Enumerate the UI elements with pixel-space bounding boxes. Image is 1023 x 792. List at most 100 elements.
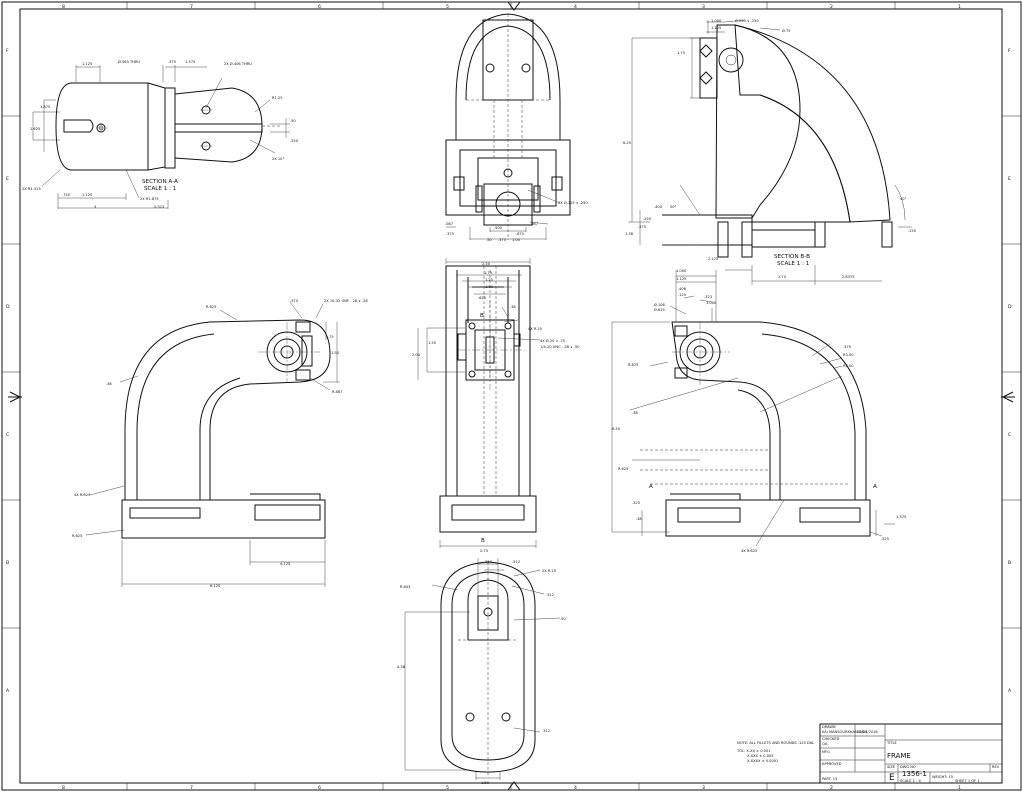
title-label: TITLE bbox=[886, 741, 897, 745]
col-label: 4 bbox=[574, 785, 577, 791]
dim-label: 2.50 bbox=[482, 262, 491, 266]
dim-label: 1.375 bbox=[896, 515, 906, 519]
dim-label: Ø.106 bbox=[654, 302, 666, 307]
dim-label: .400 bbox=[654, 205, 663, 209]
section-a-marker-right: A bbox=[873, 484, 877, 490]
drawing-scale: SCALE 1 : 4 bbox=[900, 779, 921, 783]
dim-label: 1.125 bbox=[711, 26, 721, 30]
dim-label: .50 bbox=[560, 617, 566, 621]
note-fillets: NOTE: ALL FILLETS AND ROUNDS .125 DIA. bbox=[737, 741, 814, 745]
view-section-bb: 1.000 1.125 Ø.250 ∨ .250 Ø.75 1.75 6.25 … bbox=[623, 18, 917, 285]
dim-label: 1.50 bbox=[481, 781, 490, 785]
dim-label: R.625 bbox=[72, 534, 82, 538]
dim-label: .38 bbox=[636, 517, 642, 521]
dim-label: .087 bbox=[445, 222, 453, 226]
dim-label: 1/4-20 UNC - 2B ∨ .50 bbox=[540, 345, 580, 349]
dim-label: 2X Ø.125 ∨ .250 bbox=[558, 200, 588, 205]
section-bb-scale: SCALE 1 : 1 bbox=[777, 261, 810, 267]
note-tolerance-3: X.XXXX ± 0.0001 bbox=[747, 759, 778, 763]
dim-label: .312 bbox=[542, 729, 550, 733]
dim-label: R1.25 bbox=[272, 96, 283, 100]
dim-label: 2.8375 bbox=[842, 275, 855, 279]
dim-label: .375 bbox=[638, 225, 646, 229]
row-label: C bbox=[1008, 432, 1011, 438]
drawing-notes: NOTE: ALL FILLETS AND ROUNDS .125 DIA. T… bbox=[736, 741, 814, 763]
dim-label: .500 bbox=[494, 226, 503, 230]
center-mark-top bbox=[507, 1, 521, 11]
dim-label: .50 bbox=[290, 119, 296, 123]
section-aa-scale: SCALE 1 : 1 bbox=[144, 186, 177, 192]
view-right-elevation: A A 1.000 1.125 Ø.106 Ø.625 .406 .125 .3… bbox=[611, 269, 906, 553]
row-label: E bbox=[1008, 176, 1011, 182]
row-label: A bbox=[6, 688, 10, 694]
col-label: 5 bbox=[446, 4, 449, 10]
dim-label: R3.00 bbox=[843, 353, 854, 357]
dim-label: 6.25 bbox=[623, 141, 631, 145]
dim-label: Ø.625 bbox=[654, 307, 665, 312]
center-mark-left bbox=[8, 391, 22, 403]
dim-label: 6.50 bbox=[612, 427, 621, 431]
dim-label: 1.50 bbox=[428, 341, 437, 345]
dim-label: 2.75 bbox=[480, 549, 488, 553]
drawing-size: E bbox=[889, 773, 895, 783]
dim-label: 1.50 bbox=[331, 351, 340, 355]
size-label: SIZE bbox=[887, 765, 896, 769]
dim-label: Ø.563 THRU bbox=[118, 59, 140, 64]
rev-label: REV bbox=[992, 765, 1000, 769]
section-b-marker-bottom: B bbox=[481, 538, 485, 544]
dim-label: R.887 bbox=[332, 390, 342, 394]
dim-label: 2.313 bbox=[154, 205, 164, 209]
checked-label: CHECKED bbox=[822, 737, 840, 741]
col-label: 1 bbox=[958, 785, 961, 791]
col-label: 6 bbox=[318, 4, 321, 10]
dim-label: .38 bbox=[510, 305, 516, 309]
row-label: D bbox=[1008, 304, 1012, 310]
dim-label: 2X R.25 bbox=[542, 569, 556, 573]
col-label: 2 bbox=[830, 785, 833, 791]
dwg-no-label: DWG NO bbox=[900, 765, 916, 769]
row-label: F bbox=[6, 48, 9, 54]
dim-label: .750 bbox=[62, 193, 71, 197]
row-label: B bbox=[6, 560, 9, 566]
dim-label: 1.625 bbox=[30, 127, 40, 131]
dim-label: 2X R1.313 bbox=[22, 187, 41, 191]
view-top-center: 2X Ø.125 ∨ .250 .087 .087 .375 .500 .875… bbox=[445, 13, 588, 242]
note-tolerance-2: X.XXX ± 0.005 bbox=[747, 754, 774, 758]
weight-label: WEIGHT: 15 bbox=[932, 775, 953, 779]
dim-label: 1.00 bbox=[512, 238, 521, 242]
dim-label: 6.125 bbox=[210, 584, 220, 588]
dim-label: 1.000 bbox=[711, 19, 722, 23]
row-labels: F E D C B A F E D C B A bbox=[2, 48, 1021, 694]
dim-label: .325 bbox=[632, 501, 640, 505]
material-label: PART: 15 bbox=[822, 777, 837, 781]
dim-label: 2X Ø.406 THRU bbox=[224, 61, 252, 66]
dim-label: R3.00 bbox=[843, 364, 854, 368]
row-label: C bbox=[6, 432, 9, 438]
center-mark-right bbox=[1001, 391, 1015, 403]
dim-label: .250 bbox=[643, 217, 652, 221]
dim-label: .50 bbox=[486, 238, 492, 242]
dim-label: .38 bbox=[632, 411, 638, 415]
dim-label: 1.000 bbox=[706, 301, 717, 305]
col-label: 8 bbox=[62, 4, 65, 10]
drawing-title: FRAME bbox=[887, 752, 911, 760]
view-bottom-center: .250 .312 2X R.25 R.843 .312 .50 4.38 .3… bbox=[397, 558, 566, 785]
dim-label: .406 bbox=[678, 287, 687, 291]
dim-label: R.875 bbox=[628, 363, 638, 367]
dim-label: 2.125 bbox=[708, 257, 718, 261]
view-center-front: B B 2.50 1.75 1.25 1.00 .625 .38 4X R.25… bbox=[412, 258, 580, 553]
dim-label: 4X R.625 bbox=[741, 549, 757, 553]
dim-label: 2X 10-32 UNF - 28 ∨ .28 bbox=[324, 299, 368, 303]
col-label: 1 bbox=[958, 4, 961, 10]
approved-label: APPROVED bbox=[822, 762, 842, 766]
dim-label: 1.38 bbox=[625, 232, 634, 236]
dim-label: .375 bbox=[498, 238, 506, 242]
dim-label: 3 bbox=[94, 205, 96, 209]
dim-label: 1.25 bbox=[485, 278, 493, 282]
dim-label: Ø.250 ∨ .250 bbox=[735, 18, 759, 23]
dim-label: 1.375 bbox=[185, 60, 195, 64]
dim-label: .312 bbox=[512, 560, 520, 564]
drawing-number: 1356-1 bbox=[902, 770, 927, 778]
section-a-marker-left: A bbox=[649, 484, 653, 490]
